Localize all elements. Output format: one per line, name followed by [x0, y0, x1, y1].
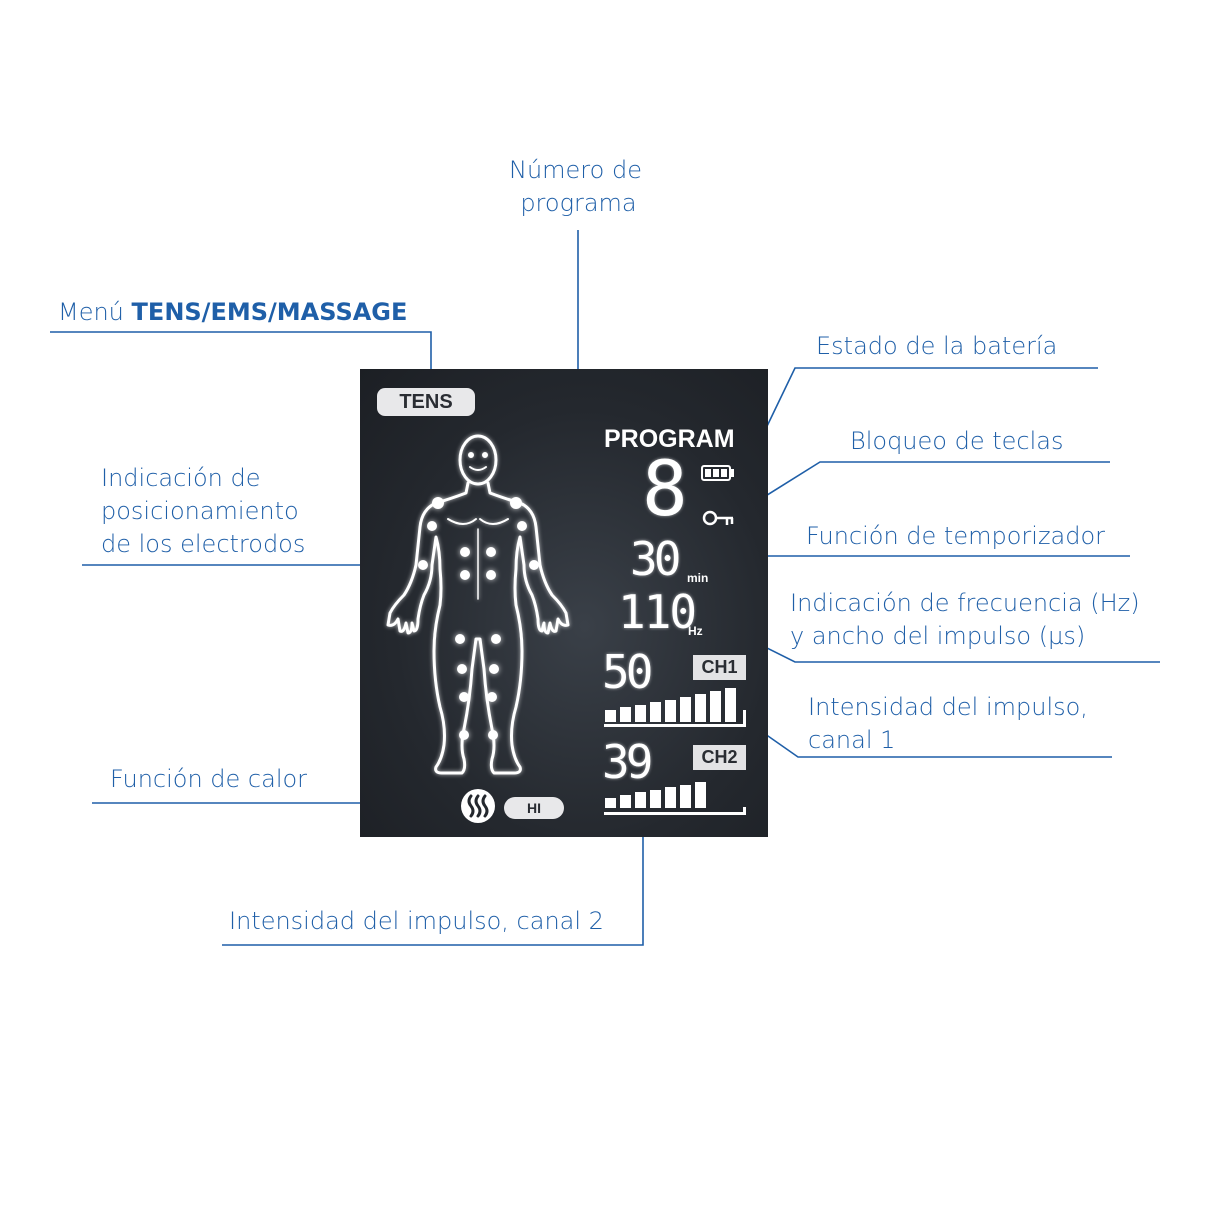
electrode-dot	[427, 521, 437, 531]
ch2-bar	[680, 785, 691, 808]
timer-value: 30	[630, 532, 681, 586]
lcd-screen: TENS PROGRAM 8 30 min 110 Hz 50 CH1 39 C…	[360, 369, 768, 837]
body-eye-right	[482, 452, 488, 458]
callout-frequency-line2: y ancho del impulso (µs)	[790, 622, 1086, 650]
ch2-bar	[605, 798, 616, 808]
callout-program-number-line2: programa	[520, 189, 637, 217]
callout-timer: Función de temporizador	[806, 522, 1106, 550]
body-head	[458, 434, 498, 486]
ch1-bar	[665, 700, 676, 722]
ch1-bar	[620, 707, 631, 722]
heat-icon	[461, 789, 495, 823]
callout-heat: Función de calor	[110, 765, 308, 793]
electrode-dot	[517, 521, 527, 531]
frequency-value: 110	[618, 585, 697, 639]
leader-timer	[713, 555, 1130, 573]
callout-battery: Estado de la batería	[816, 332, 1058, 360]
ch1-bar	[605, 710, 616, 722]
body-silhouette	[386, 481, 570, 775]
callout-electrodes-line2: posicionamiento	[101, 497, 299, 525]
electrode-dot	[460, 547, 470, 557]
electrode-dot	[459, 692, 469, 702]
electrode-dot	[491, 634, 501, 644]
battery-icon	[701, 465, 734, 481]
ch1-bar	[650, 702, 661, 722]
callout-intensity-ch2: Intensidad del impulso, canal 2	[229, 907, 604, 935]
electrode-dot	[460, 570, 470, 580]
electrode-dot	[432, 497, 444, 509]
callout-intensity-ch1: Intensidad del impulso, canal 1	[808, 691, 1088, 757]
electrode-dot	[510, 497, 522, 509]
callout-intensity-ch1-line1: Intensidad del impulso,	[808, 693, 1088, 721]
callout-menu: Menú TENS/EMS/MASSAGE	[58, 296, 407, 329]
electrode-dot	[418, 560, 428, 570]
ch1-bar	[635, 705, 646, 722]
ch1-baseline	[604, 724, 746, 727]
callout-menu-prefix: Menú	[58, 298, 124, 326]
electrode-dot	[489, 664, 499, 674]
callout-frequency: Indicación de frecuencia (Hz) y ancho de…	[790, 587, 1140, 653]
callout-menu-modes: TENS/EMS/MASSAGE	[131, 298, 408, 326]
ch1-end-tick	[743, 710, 746, 727]
timer-unit: min	[687, 571, 709, 585]
ch2-intensity-bars	[604, 782, 746, 815]
callout-program-number-line1: Número de	[509, 156, 642, 184]
ch2-end-tick	[743, 807, 746, 815]
electrode-dot	[455, 634, 465, 644]
ch2-bar	[635, 792, 646, 808]
mode-indicator-tens: TENS	[377, 388, 475, 416]
electrode-dot	[529, 560, 539, 570]
callout-key-lock: Bloqueo de teclas	[850, 427, 1064, 455]
body-chest	[447, 518, 509, 525]
electrode-dot	[487, 692, 497, 702]
program-number: 8	[642, 444, 688, 533]
ch1-value: 50	[602, 645, 653, 699]
body-eye-left	[468, 452, 474, 458]
frequency-unit: Hz	[688, 624, 703, 638]
key-icon	[702, 510, 734, 526]
ch1-bar	[710, 691, 721, 722]
ch2-value: 39	[602, 735, 653, 789]
leader-key-lock	[739, 461, 1110, 513]
callout-intensity-ch1-line2: canal 1	[808, 726, 896, 754]
electrode-dots	[418, 497, 539, 740]
ch2-bar	[620, 795, 631, 808]
ch2-baseline	[604, 812, 746, 815]
electrode-dot	[486, 570, 496, 580]
ch1-label: CH1	[693, 655, 746, 680]
electrode-dot	[486, 547, 496, 557]
body-smile	[469, 466, 487, 471]
ch1-intensity-bars	[604, 688, 746, 727]
heat-level-indicator: HI	[504, 797, 564, 819]
callout-program-number: Número de programa	[509, 154, 642, 220]
callout-electrodes-line3: de los electrodos	[101, 530, 306, 558]
electrode-dot	[488, 730, 498, 740]
program-label: PROGRAM	[604, 425, 735, 453]
callout-frequency-line1: Indicación de frecuencia (Hz)	[790, 589, 1140, 617]
leader-intensity-ch2	[222, 812, 644, 946]
ch1-bar	[680, 697, 691, 722]
ch2-bar	[665, 787, 676, 808]
ch1-bar	[695, 694, 706, 722]
ch1-bar	[725, 688, 736, 722]
electrode-dot	[459, 730, 469, 740]
ch2-bar	[695, 782, 706, 808]
electrode-dot	[457, 664, 467, 674]
ch2-bar	[650, 790, 661, 808]
callout-electrodes: Indicación de posicionamiento de los ele…	[101, 462, 305, 561]
ch2-label: CH2	[693, 745, 746, 770]
lcd-graphics	[386, 434, 746, 823]
body-outline	[386, 434, 570, 775]
callout-electrodes-line1: Indicación de	[101, 464, 261, 492]
